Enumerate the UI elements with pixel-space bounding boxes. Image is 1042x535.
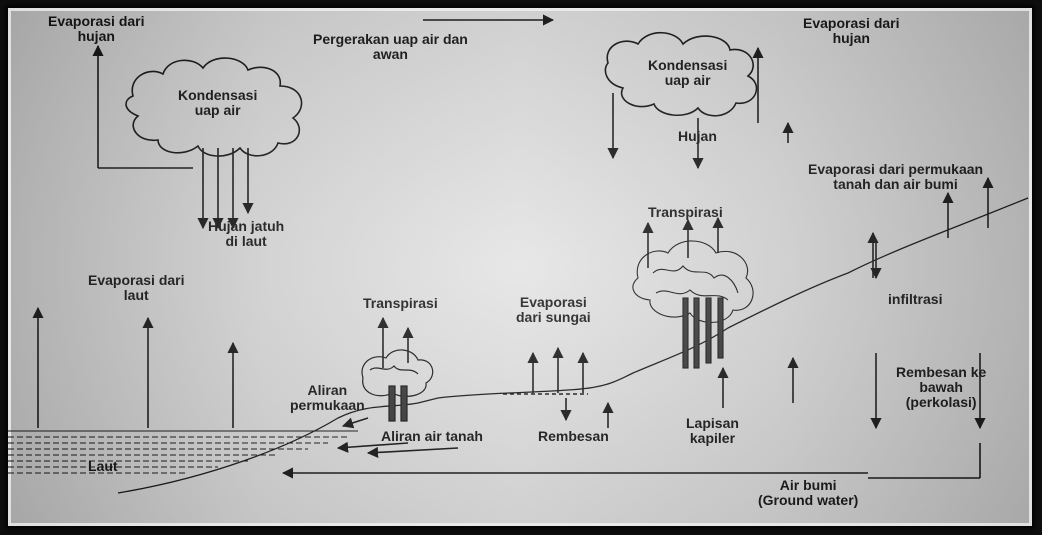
label-aliran-tanah: Aliran air tanah bbox=[381, 428, 483, 444]
label-hujan: Hujan bbox=[678, 128, 717, 144]
label-transpirasi-top: Transpirasi bbox=[648, 204, 723, 220]
cycle-drawing bbox=[8, 14, 1029, 494]
label-transpirasi-mid: Transpirasi bbox=[363, 295, 438, 311]
label-rembesan: Rembesan bbox=[538, 428, 609, 444]
label-air-bumi: Air bumi(Ground water) bbox=[758, 477, 859, 508]
tree-small-icon bbox=[361, 349, 434, 422]
tree-large-icon bbox=[632, 240, 754, 369]
cloud-right-icon bbox=[604, 31, 758, 117]
sea-hatch bbox=[8, 430, 358, 474]
label-infiltrasi: infiltrasi bbox=[888, 291, 943, 307]
cloud-left-icon bbox=[125, 57, 303, 157]
label-laut: Laut bbox=[88, 458, 118, 474]
